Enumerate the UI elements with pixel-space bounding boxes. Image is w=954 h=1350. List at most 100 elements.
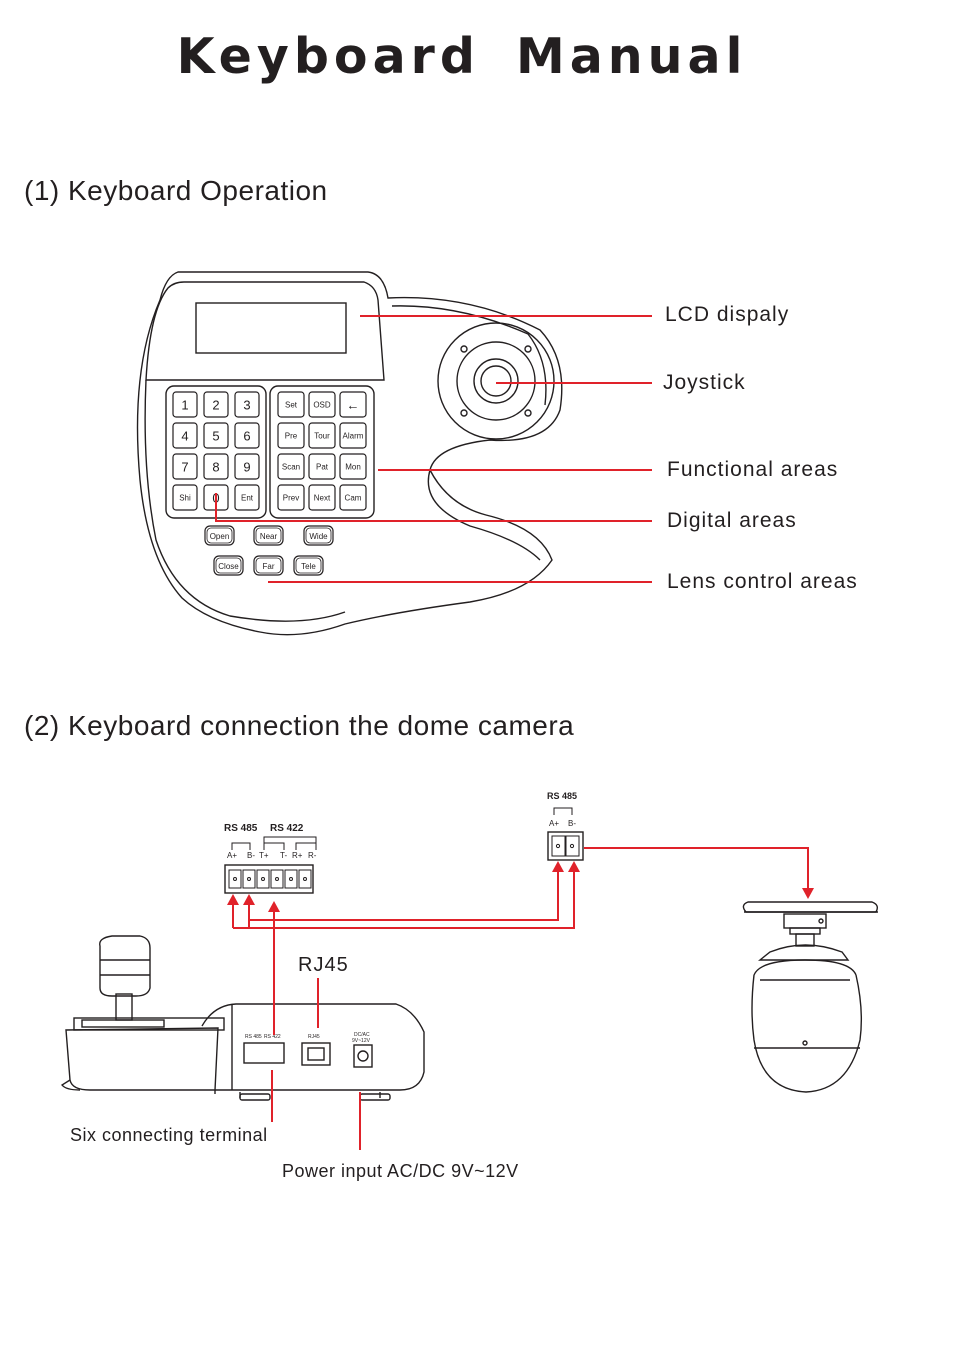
terminal-pin-5: R- <box>308 851 317 860</box>
svg-text:RS 485: RS 485 <box>245 1034 262 1040</box>
svg-text:Mon: Mon <box>345 463 361 472</box>
digit-key-3: 4 <box>172 422 198 449</box>
svg-text:Pat: Pat <box>316 463 329 472</box>
rj45-label: RJ45 <box>298 954 349 976</box>
svg-text:Open: Open <box>210 532 230 541</box>
svg-text:9: 9 <box>243 460 250 475</box>
power-input-label: Power input AC/DC 9V~12V <box>282 1161 519 1181</box>
function-key-4: Tour <box>308 422 336 449</box>
digit-key-0: 1 <box>172 391 198 418</box>
dome-rs485-label: RS 485 <box>547 791 577 801</box>
six-pin-terminal-block: RS 485 RS 422 A+ B- T+ T- R+ R- <box>224 823 317 894</box>
svg-text:Wide: Wide <box>309 532 328 541</box>
callout-line-digital <box>215 493 652 522</box>
digit-key-6: 7 <box>172 453 198 480</box>
digit-key-8: 9 <box>234 453 260 480</box>
svg-text:OSD: OSD <box>313 401 331 410</box>
terminal-rs422-label: RS 422 <box>270 823 304 834</box>
svg-text:6: 6 <box>243 429 250 444</box>
six-terminal-label: Six connecting terminal <box>70 1125 268 1145</box>
joystick-knob <box>480 365 512 397</box>
digit-key-5: 6 <box>234 422 260 449</box>
keyboard-body-outline <box>136 271 563 636</box>
dome-terminal-block: RS 485 A+ B- <box>547 791 584 861</box>
function-key-11: Cam <box>339 484 367 511</box>
svg-text:1: 1 <box>181 398 188 413</box>
digit-key-11: Ent <box>234 484 260 511</box>
section2-heading: (2) Keyboard connection the dome camera <box>24 710 575 741</box>
svg-text:Tour: Tour <box>314 432 330 441</box>
function-key-2: ← <box>339 391 367 418</box>
keyboard-side-view <box>60 935 425 1101</box>
svg-text:5: 5 <box>212 429 219 444</box>
back-panel-labels: RS 485 RS 422 RJ45 DC/AC 9V~12V <box>245 1032 371 1044</box>
svg-text:←: ← <box>347 398 360 413</box>
svg-text:Shi: Shi <box>179 494 191 503</box>
svg-text:8: 8 <box>212 460 219 475</box>
lens-key-1-1: Near <box>253 525 284 546</box>
function-key-6: Scan <box>277 453 305 480</box>
svg-text:Set: Set <box>285 401 298 410</box>
function-key-5: Alarm <box>339 422 367 449</box>
svg-text:2: 2 <box>212 398 219 413</box>
svg-text:Next: Next <box>314 494 331 503</box>
terminal-rs485-label: RS 485 <box>224 823 258 834</box>
callout-lens-control-areas: Lens control areas <box>667 570 858 593</box>
page-title: Keyboard Manual <box>176 28 748 85</box>
lens-key-1-0: Open <box>204 525 235 546</box>
svg-text:Far: Far <box>263 562 275 571</box>
function-key-9: Prev <box>277 484 305 511</box>
svg-text:7: 7 <box>181 460 188 475</box>
function-key-7: Pat <box>308 453 336 480</box>
svg-text:4: 4 <box>181 429 188 444</box>
svg-text:Cam: Cam <box>345 494 362 503</box>
svg-text:Tele: Tele <box>301 562 316 571</box>
terminal-pin-3: T- <box>280 851 287 860</box>
svg-text:3: 3 <box>243 398 250 413</box>
svg-text:Prev: Prev <box>283 494 299 503</box>
joystick-ring <box>437 322 555 440</box>
lens-key-2-2: Tele <box>293 555 324 576</box>
callout-joystick: Joystick <box>663 371 746 394</box>
lens-key-2-1: Far <box>253 555 284 576</box>
callout-lcd-display: LCD dispaly <box>665 303 790 326</box>
svg-text:Pre: Pre <box>285 432 298 441</box>
digit-key-1: 2 <box>203 391 229 418</box>
lens-key-1-2: Wide <box>303 525 334 546</box>
svg-text:9V~12V: 9V~12V <box>352 1038 371 1044</box>
function-key-8: Mon <box>339 453 367 480</box>
function-keypad-panel <box>269 385 375 519</box>
digit-key-4: 5 <box>203 422 229 449</box>
dome-camera <box>742 901 879 1093</box>
svg-text:Ent: Ent <box>241 494 254 503</box>
terminal-pin-0: A+ <box>227 851 237 860</box>
dome-pin-b: B- <box>568 819 576 828</box>
dome-pin-a: A+ <box>549 819 559 828</box>
digit-key-9: Shi <box>172 484 198 511</box>
function-key-10: Next <box>308 484 336 511</box>
svg-text:RS 422: RS 422 <box>264 1034 281 1040</box>
callout-functional-areas: Functional areas <box>667 458 839 481</box>
svg-text:Scan: Scan <box>282 463 300 472</box>
function-key-1: OSD <box>308 391 336 418</box>
digit-key-2: 3 <box>234 391 260 418</box>
digit-key-7: 8 <box>203 453 229 480</box>
section1-heading: (1) Keyboard Operation <box>24 175 328 206</box>
terminal-pin-1: B- <box>247 851 255 860</box>
terminal-pin-2: T+ <box>259 851 269 860</box>
svg-text:DC/AC: DC/AC <box>354 1032 370 1038</box>
svg-text:RJ45: RJ45 <box>308 1034 320 1040</box>
svg-text:Alarm: Alarm <box>343 432 364 441</box>
terminal-pin-4: R+ <box>292 851 303 860</box>
lcd-display <box>195 302 347 354</box>
callout-digital-areas: Digital areas <box>667 509 797 532</box>
lens-key-2-0: Close <box>213 555 244 576</box>
svg-text:Near: Near <box>260 532 278 541</box>
svg-text:Close: Close <box>218 562 239 571</box>
function-key-0: Set <box>277 391 305 418</box>
function-key-3: Pre <box>277 422 305 449</box>
